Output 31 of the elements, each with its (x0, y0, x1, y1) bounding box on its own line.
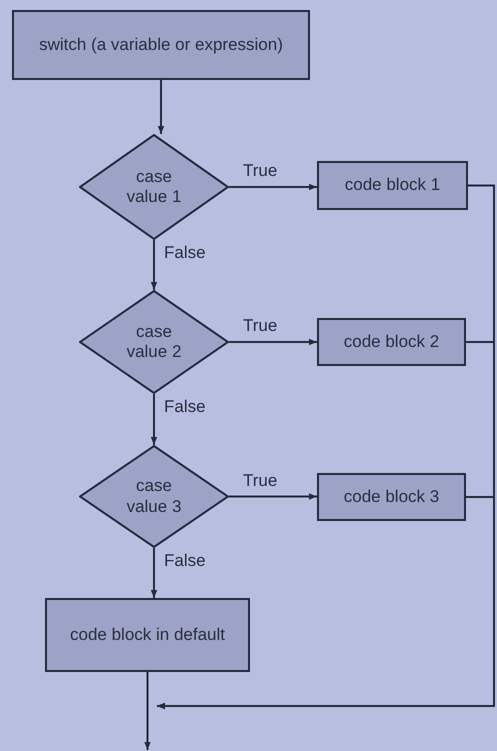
decision-diamond (79, 134, 229, 240)
process-box (317, 161, 468, 210)
process-box (45, 598, 250, 672)
process-box (317, 473, 466, 521)
decision-diamond (79, 290, 229, 394)
arrow (229, 493, 317, 500)
arrow (144, 672, 151, 750)
arrow (229, 184, 317, 190)
condition-text: case value 2 (126, 322, 182, 362)
edge-label: True (243, 316, 278, 336)
process-box (317, 318, 466, 366)
condition-text: case value 1 (126, 166, 182, 208)
process-text: code block 2 (342, 332, 440, 352)
edge-label: False (164, 397, 206, 417)
process-text: switch (a variable or expression) (38, 34, 284, 56)
arrow (158, 80, 164, 134)
arrow (229, 338, 317, 346)
edge-label: True (243, 161, 278, 181)
decision-diamond (79, 445, 229, 548)
edge-label: True (243, 470, 278, 490)
condition-text: case value 3 (126, 476, 182, 517)
arrow (150, 548, 158, 598)
edge-label: False (164, 243, 206, 263)
process-text: code block in default (69, 624, 226, 646)
process-text: code block 1 (344, 175, 442, 196)
arrow (157, 496, 495, 710)
arrow (150, 394, 158, 445)
edge-label: False (164, 551, 206, 571)
arrow (150, 240, 158, 290)
process-text: code block 3 (342, 486, 440, 508)
process-box (12, 10, 310, 80)
